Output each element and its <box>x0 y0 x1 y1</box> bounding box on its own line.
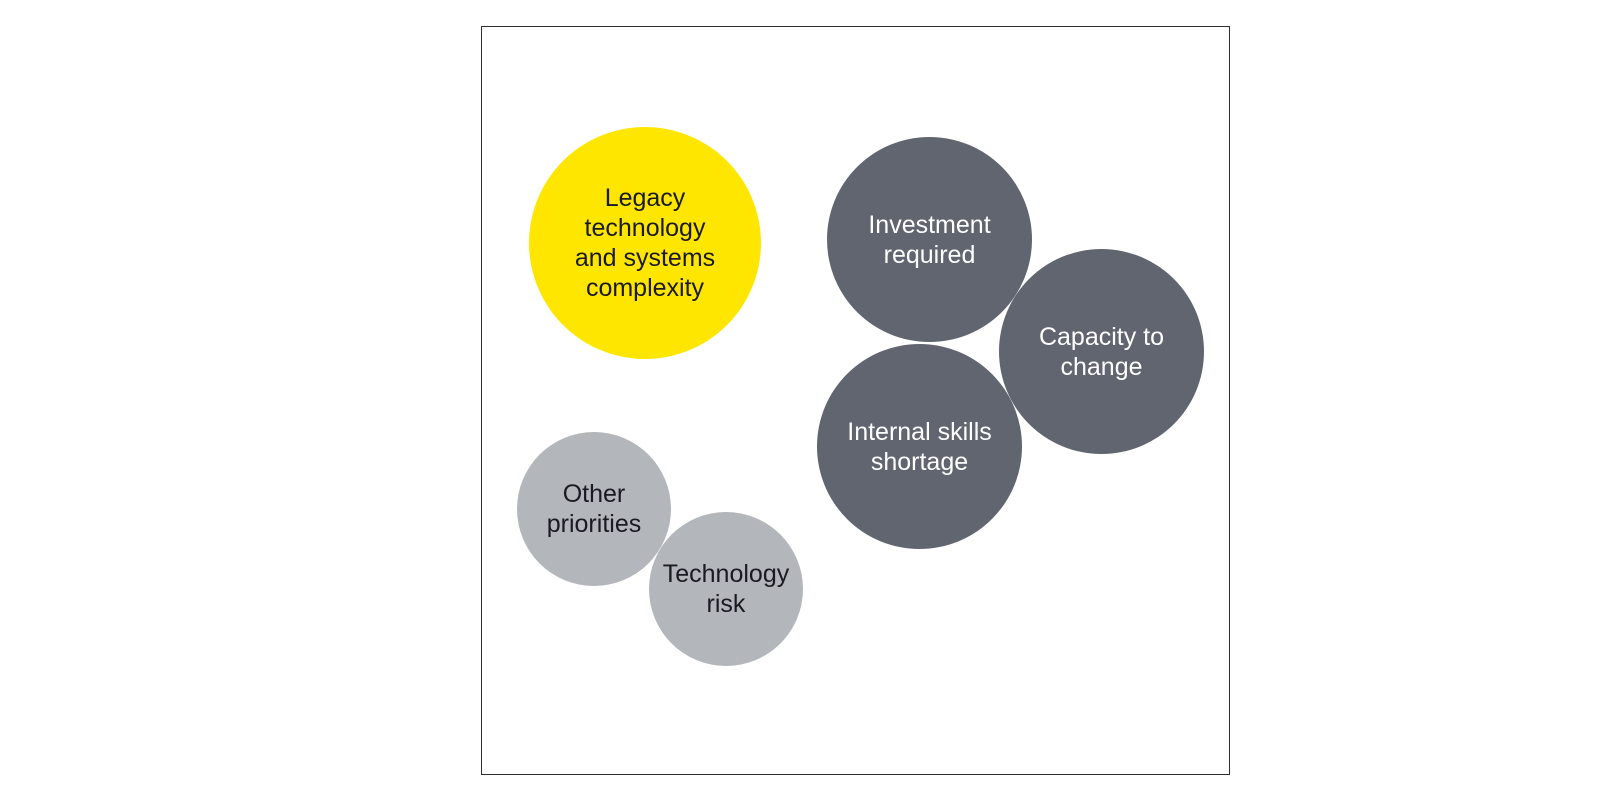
bubble-label: Capacity to change <box>1038 322 1165 381</box>
bubble-label: Other priorities <box>546 480 642 538</box>
bubble-legacy-technology: Legacy technology and systems complexity <box>529 127 761 359</box>
diagram-frame: Legacy technology and systems complexity… <box>481 26 1230 775</box>
bubble-technology-risk: Technology risk <box>649 512 803 666</box>
bubble-label: Internal skills shortage <box>847 417 992 476</box>
bubble-label: Investment required <box>868 210 991 269</box>
bubble-label: Legacy technology and systems complexity <box>574 184 716 302</box>
bubble-other-priorities: Other priorities <box>517 432 671 586</box>
bubble-internal-skills-shortage: Internal skills shortage <box>817 344 1022 549</box>
bubble-label: Technology risk <box>662 560 790 618</box>
bubble-capacity-to-change: Capacity to change <box>999 249 1204 454</box>
bubble-investment-required: Investment required <box>827 137 1032 342</box>
